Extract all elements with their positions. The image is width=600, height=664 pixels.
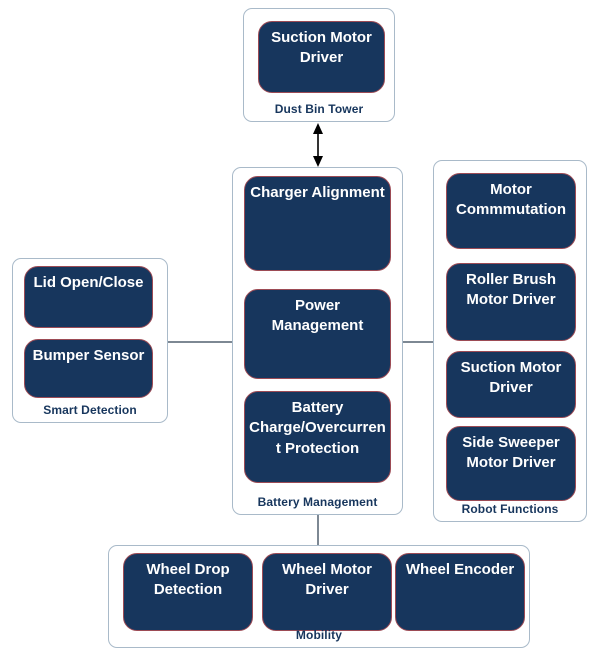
block-suction-motor-driver-right: Suction Motor Driver — [446, 351, 576, 418]
group-label-dust-bin-tower: Dust Bin Tower — [274, 102, 364, 116]
connector-line-battery-to-mobility — [317, 515, 319, 545]
connector-line-battery-to-robot — [403, 341, 433, 343]
group-mobility: Wheel Drop Detection Wheel Motor Driver … — [108, 545, 530, 648]
group-label-smart-detection: Smart Detection — [43, 403, 137, 417]
block-label: Roller Brush Motor Driver — [465, 271, 556, 309]
block-side-sweeper-motor-driver: Side Sweeper Motor Driver — [446, 426, 576, 501]
block-label: Bumper Sensor — [32, 347, 145, 364]
block-label: Side Sweeper Motor Driver — [462, 434, 560, 472]
block-label: Wheel Drop Detection — [146, 561, 230, 599]
block-label: Lid Open/Close — [33, 274, 144, 291]
group-label-battery-management: Battery Management — [257, 495, 378, 509]
block-power-management: Power Management — [244, 289, 391, 379]
block-wheel-motor-driver: Wheel Motor Driver — [262, 553, 392, 631]
block-label: Battery Charge/Overcurrent Protection — [249, 399, 386, 457]
block-label: Power Management — [271, 297, 364, 335]
connector-line-smart-to-battery — [168, 341, 232, 343]
group-label-mobility: Mobility — [295, 628, 343, 642]
group-smart-detection: Lid Open/Close Bumper Sensor Smart Detec… — [12, 258, 168, 423]
block-roller-brush-motor-driver: Roller Brush Motor Driver — [446, 263, 576, 341]
double-arrow-icon — [311, 123, 325, 167]
group-robot-functions: Motor Commmutation Roller Brush Motor Dr… — [433, 160, 587, 522]
block-motor-commmutation: Motor Commmutation — [446, 173, 576, 249]
block-bumper-sensor: Bumper Sensor — [24, 339, 153, 398]
block-wheel-drop-detection: Wheel Drop Detection — [123, 553, 253, 631]
group-label-robot-functions: Robot Functions — [461, 502, 559, 516]
block-label: Suction Motor Driver — [271, 29, 372, 67]
group-battery-management: Charger Alignment Power Management Batte… — [232, 167, 403, 515]
block-suction-motor-driver-top: Suction Motor Driver — [258, 21, 385, 93]
block-wheel-encoder: Wheel Encoder — [395, 553, 525, 631]
block-lid-open-close: Lid Open/Close — [24, 266, 153, 328]
block-label: Motor Commmutation — [456, 181, 566, 219]
block-label: Wheel Motor Driver — [282, 561, 372, 599]
block-battery-charge-overcurrent-protection: Battery Charge/Overcurrent Protection — [244, 391, 391, 483]
block-label: Wheel Encoder — [405, 561, 515, 578]
group-dust-bin-tower: Suction Motor Driver Dust Bin Tower — [243, 8, 395, 122]
block-label: Suction Motor Driver — [460, 359, 562, 397]
block-charger-alignment: Charger Alignment — [244, 176, 391, 271]
block-label: Charger Alignment — [250, 184, 385, 201]
